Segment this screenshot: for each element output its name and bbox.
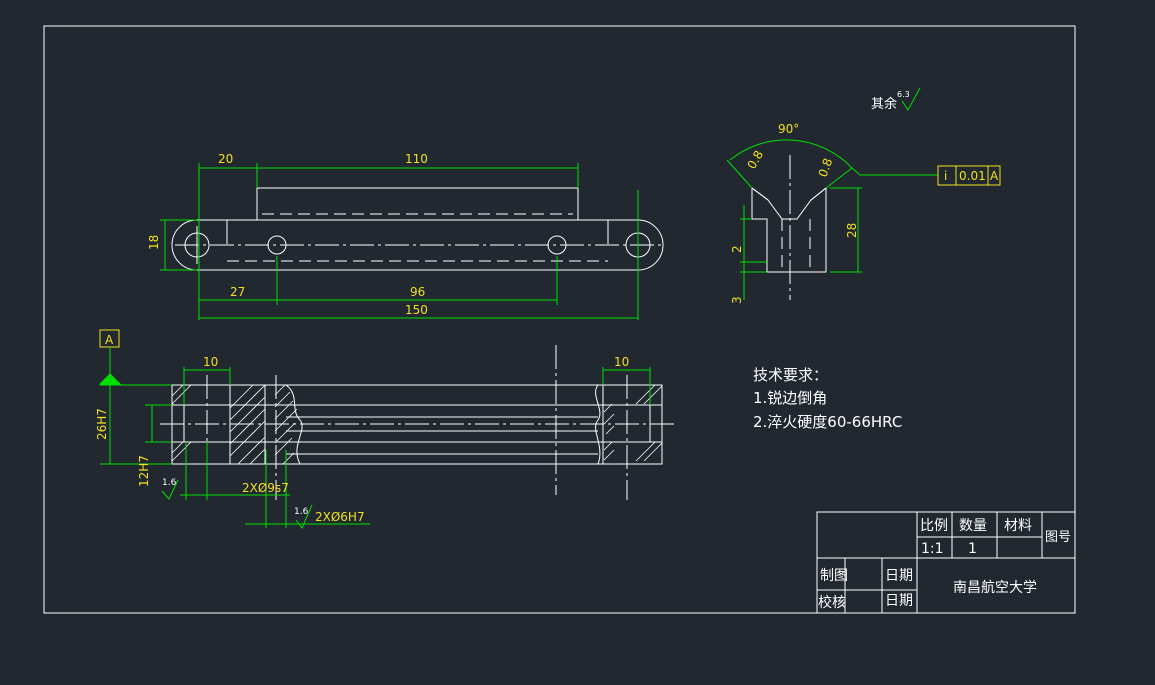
dim-10-left: 10 bbox=[203, 355, 218, 369]
drawing-border bbox=[43, 25, 1076, 614]
dim-angle: 90° bbox=[778, 122, 799, 136]
tolerance-text: i 0.01 A bbox=[944, 169, 999, 183]
rough-1-6-b: 1.6 bbox=[294, 507, 309, 517]
dim-2: 2 bbox=[730, 245, 744, 253]
fit-12h7: 12H7 bbox=[137, 455, 151, 487]
dim-27: 27 bbox=[230, 285, 245, 299]
title-block bbox=[816, 511, 1076, 614]
scale-value: 1:1 bbox=[921, 541, 944, 557]
tech-item-1: 1.锐边倒角 bbox=[753, 389, 827, 407]
dim-18: 18 bbox=[147, 235, 161, 250]
roughness-label: 其余 bbox=[871, 96, 897, 112]
dim-10-right: 10 bbox=[614, 355, 629, 369]
material-label: 材料 bbox=[1004, 518, 1032, 534]
dim-20: 20 bbox=[218, 152, 233, 166]
tech-item-2: 2.淬火硬度60-66HRC bbox=[753, 413, 902, 431]
title-block-text: 比例 数量 材料 图号 1:1 1 制图 校核 日期 日期 南昌航空大学 bbox=[818, 518, 1071, 611]
tech-title: 技术要求： bbox=[753, 366, 828, 384]
dim-150: 150 bbox=[405, 303, 428, 317]
checked-label: 校核 bbox=[818, 594, 846, 611]
rough-right: 0.8 bbox=[816, 156, 836, 179]
roughness-note: 其余 6.3 bbox=[871, 90, 910, 112]
hole-6h7: 2XØ6H7 bbox=[315, 510, 365, 524]
technical-requirements: 技术要求： 1.锐边倒角 2.淬火硬度60-66HRC bbox=[753, 366, 902, 431]
roughness-value: 6.3 bbox=[897, 90, 910, 99]
quantity-value: 1 bbox=[968, 541, 977, 557]
drawing-no-label: 图号 bbox=[1045, 530, 1071, 545]
rough-left: 0.8 bbox=[744, 148, 766, 172]
side-view-dimensions bbox=[726, 139, 938, 300]
dim-3: 3 bbox=[730, 296, 744, 304]
front-view bbox=[160, 345, 675, 500]
roughness-symbol bbox=[901, 87, 921, 111]
top-view-dimensions bbox=[160, 163, 639, 320]
tolerance-frame bbox=[937, 165, 1001, 186]
date-label-1: 日期 bbox=[885, 568, 913, 584]
side-view bbox=[751, 155, 827, 300]
rough-1-6-a: 1.6 bbox=[162, 478, 177, 488]
hole-9s7: 2XØ9s7 bbox=[242, 481, 289, 495]
dimension-labels: 20 110 18 27 96 150 90° 0.8 0.8 2 3 28 1… bbox=[95, 122, 859, 524]
quantity-label: 数量 bbox=[959, 518, 987, 534]
drawn-label: 制图 bbox=[820, 568, 848, 584]
tolerance-datum: A bbox=[990, 169, 999, 183]
datum-label: A bbox=[105, 333, 114, 347]
dim-110: 110 bbox=[405, 152, 428, 166]
top-view bbox=[171, 187, 665, 271]
dim-28: 28 bbox=[845, 223, 859, 238]
school-name: 南昌航空大学 bbox=[953, 580, 1037, 596]
scale-label: 比例 bbox=[920, 518, 948, 534]
date-label-2: 日期 bbox=[885, 593, 913, 609]
front-view-dimensions bbox=[98, 329, 651, 529]
dim-96: 96 bbox=[410, 285, 425, 299]
tolerance-symbol: i bbox=[944, 169, 947, 183]
fit-26h7: 26H7 bbox=[95, 408, 109, 440]
tolerance-value: 0.01 bbox=[959, 169, 986, 183]
